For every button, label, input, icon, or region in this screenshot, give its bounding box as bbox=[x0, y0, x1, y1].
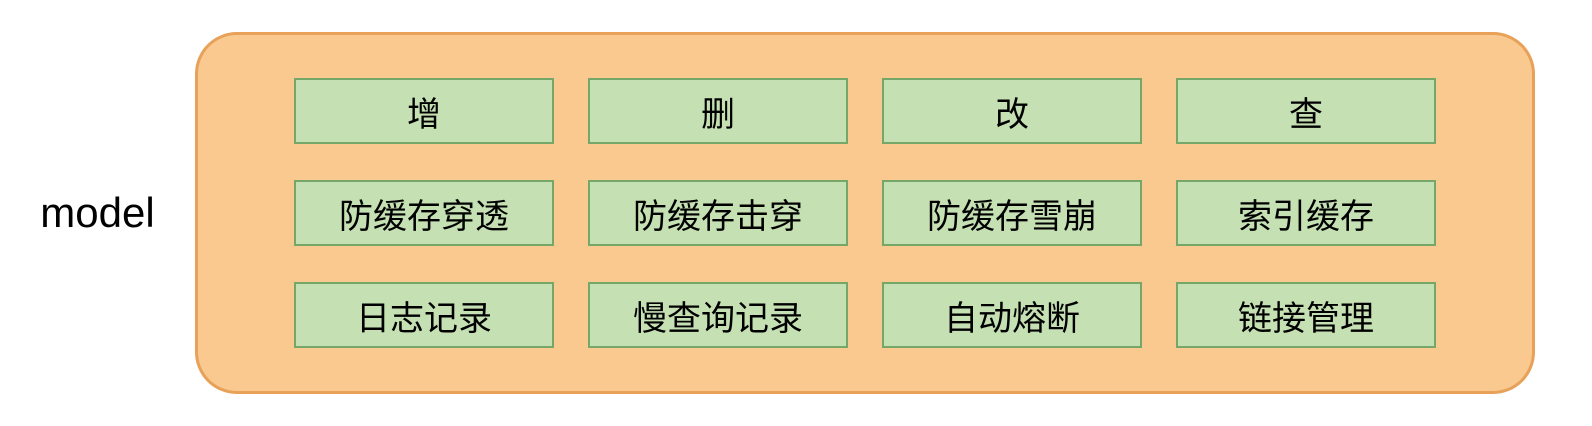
cell-index-cache: 索引缓存 bbox=[1176, 180, 1436, 246]
cell-auto-circuit-break: 自动熔断 bbox=[882, 282, 1142, 348]
model-panel: 增 删 改 查 防缓存穿透 防缓存击穿 防缓存雪崩 索引缓存 日志记录 慢查询记… bbox=[195, 32, 1535, 394]
cell-query: 查 bbox=[1176, 78, 1436, 144]
cell-slow-query-logging: 慢查询记录 bbox=[588, 282, 848, 348]
cell-update: 改 bbox=[882, 78, 1142, 144]
cell-cache-avalanche-prevention: 防缓存雪崩 bbox=[882, 180, 1142, 246]
cell-delete: 删 bbox=[588, 78, 848, 144]
cell-create: 增 bbox=[294, 78, 554, 144]
cell-logging: 日志记录 bbox=[294, 282, 554, 348]
cell-cache-penetration-prevention: 防缓存穿透 bbox=[294, 180, 554, 246]
cell-cache-breakdown-prevention: 防缓存击穿 bbox=[588, 180, 848, 246]
cell-connection-manage: 链接管理 bbox=[1176, 282, 1436, 348]
model-label: model bbox=[40, 189, 155, 236]
